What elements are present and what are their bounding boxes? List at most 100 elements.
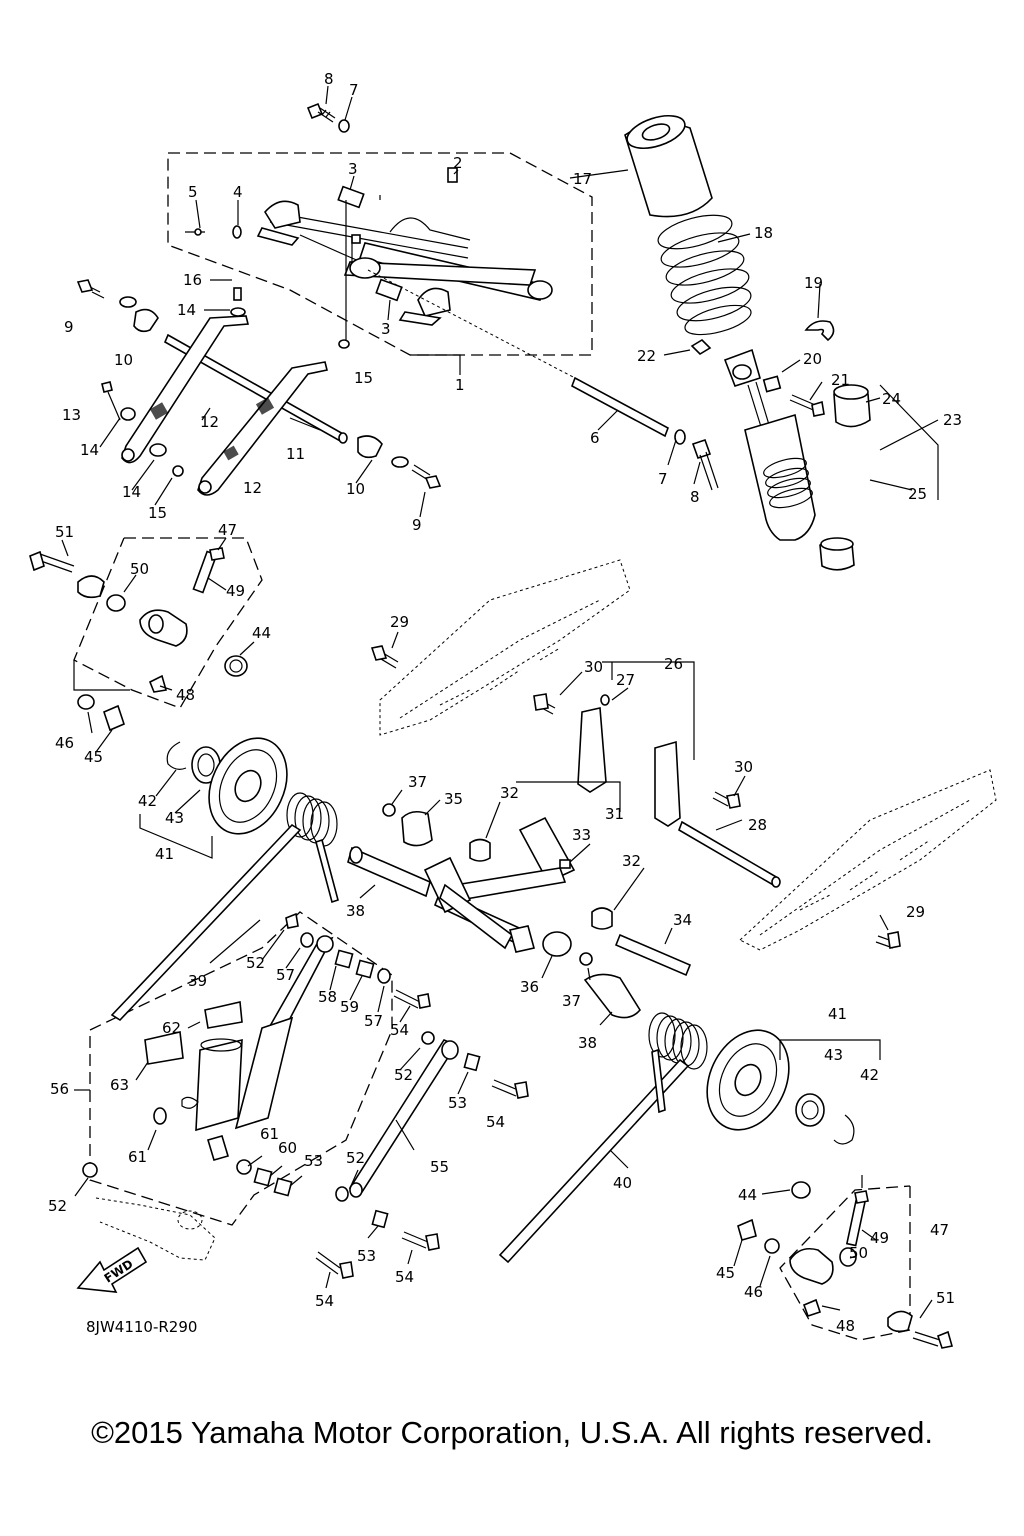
- callout-36: 36: [520, 978, 539, 996]
- bolt-8-top: [306, 102, 336, 123]
- left-torsion-spring: [110, 792, 339, 1022]
- rear-suspension-exploded-diagram: FWD: [29, 70, 997, 1349]
- callout-57: 57: [276, 966, 295, 984]
- callout-40: 40: [613, 1174, 632, 1192]
- slide-rail-right-lower: [739, 769, 997, 951]
- callout-14: 14: [122, 483, 141, 501]
- leader-lines: [61, 85, 939, 1319]
- callout-52: 52: [346, 1149, 365, 1167]
- callout-54: 54: [315, 1292, 334, 1310]
- callout-46: 46: [55, 734, 74, 752]
- callout-23: 23: [943, 411, 962, 429]
- callout-47: 47: [930, 1221, 949, 1239]
- callout-22: 22: [637, 347, 656, 365]
- callout-7: 7: [658, 470, 668, 488]
- left-pivot-assembly: [29, 547, 248, 732]
- callout-53: 53: [448, 1094, 467, 1112]
- rear-arm-frame: [347, 645, 901, 1019]
- callout-45: 45: [84, 748, 103, 766]
- callout-labels: 8 7 3 2 17 5 4 18 16 9 14 3 19 10 22 20 …: [48, 70, 962, 1335]
- assembly-outline-shock-absorber: [89, 911, 393, 1226]
- callout-61: 61: [260, 1125, 279, 1143]
- callout-17: 17: [573, 170, 592, 188]
- callout-29: 29: [906, 903, 925, 921]
- callout-20: 20: [803, 350, 822, 368]
- callout-61: 61: [128, 1148, 147, 1166]
- callout-21: 21: [831, 371, 850, 389]
- callout-59: 59: [340, 998, 359, 1016]
- callout-26: 26: [664, 655, 683, 673]
- callout-8: 8: [324, 70, 334, 88]
- figure-code: 8JW4110-R290: [86, 1318, 198, 1336]
- callout-9: 9: [412, 516, 422, 534]
- callout-50: 50: [849, 1244, 868, 1262]
- forward-arrow-icon: FWD: [76, 1246, 148, 1293]
- callout-13: 13: [62, 406, 81, 424]
- group-brackets: [73, 354, 939, 1188]
- copyright-notice: ©2015 Yamaha Motor Corporation, U.S.A. A…: [91, 1415, 933, 1450]
- callout-30: 30: [734, 758, 753, 776]
- assembly-outline-right-pivot: [779, 1185, 911, 1341]
- callout-38: 38: [346, 902, 365, 920]
- callout-24: 24: [882, 390, 901, 408]
- callout-48: 48: [836, 1317, 855, 1335]
- callout-41: 41: [828, 1005, 847, 1023]
- callout-57: 57: [364, 1012, 383, 1030]
- callout-32: 32: [622, 852, 641, 870]
- callout-12: 12: [200, 413, 219, 431]
- callout-33: 33: [572, 826, 591, 844]
- callout-56: 56: [50, 1080, 69, 1098]
- callout-8: 8: [690, 488, 700, 506]
- callout-60: 60: [278, 1139, 297, 1157]
- callout-42: 42: [138, 792, 157, 810]
- assembly-outline-front-arm: [167, 152, 593, 356]
- callout-15: 15: [148, 504, 167, 522]
- callout-3: 3: [381, 320, 391, 338]
- callout-28: 28: [748, 816, 767, 834]
- callout-52: 52: [394, 1066, 413, 1084]
- callout-2: 2: [453, 154, 463, 172]
- callout-6: 6: [590, 429, 600, 447]
- callout-44: 44: [252, 624, 271, 642]
- callout-49: 49: [226, 582, 245, 600]
- callout-27: 27: [616, 671, 635, 689]
- callout-10: 10: [346, 480, 365, 498]
- callout-15: 15: [354, 369, 373, 387]
- right-idler-wheel: [706, 1029, 855, 1145]
- callout-39: 39: [188, 972, 207, 990]
- callout-44: 44: [738, 1186, 757, 1204]
- right-torsion-spring: [498, 1012, 708, 1264]
- callout-53: 53: [304, 1152, 323, 1170]
- callout-51: 51: [936, 1289, 955, 1307]
- callout-5: 5: [188, 183, 198, 201]
- callout-38: 38: [578, 1034, 597, 1052]
- callout-37: 37: [562, 992, 581, 1010]
- callout-58: 58: [318, 988, 337, 1006]
- callout-4: 4: [233, 183, 243, 201]
- callout-63: 63: [110, 1076, 129, 1094]
- callout-7: 7: [349, 81, 359, 99]
- left-idler-wheel: [166, 737, 288, 835]
- rear-arm-crossbar: [76, 269, 719, 496]
- callout-48: 48: [176, 686, 195, 704]
- callout-46: 46: [744, 1283, 763, 1301]
- callout-32: 32: [500, 784, 519, 802]
- callout-29: 29: [390, 613, 409, 631]
- callout-41: 41: [155, 845, 174, 863]
- callout-62: 62: [162, 1019, 181, 1037]
- callout-52: 52: [246, 954, 265, 972]
- rear-shock-absorber: [624, 114, 871, 571]
- assembly-outline-left-pivot: [73, 537, 263, 709]
- slide-rail-right-upper: [379, 559, 631, 736]
- callout-30: 30: [584, 658, 603, 676]
- callout-14: 14: [177, 301, 196, 319]
- callout-47: 47: [218, 521, 237, 539]
- callout-42: 42: [860, 1066, 879, 1084]
- callout-14: 14: [80, 441, 99, 459]
- callout-54: 54: [486, 1113, 505, 1131]
- washer-7-top: [338, 119, 350, 133]
- callout-3: 3: [348, 160, 358, 178]
- frame-fragment: [95, 1197, 216, 1261]
- callout-54: 54: [395, 1268, 414, 1286]
- callout-55: 55: [430, 1158, 449, 1176]
